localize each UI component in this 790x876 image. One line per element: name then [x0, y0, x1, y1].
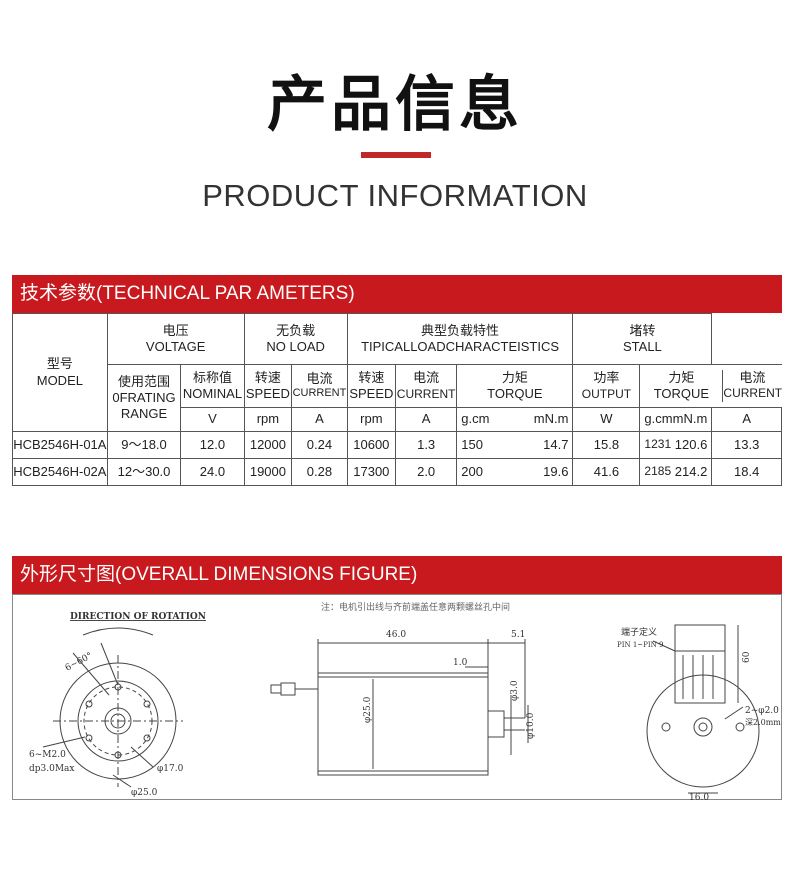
front-view	[42, 627, 183, 788]
side-view	[270, 639, 529, 776]
unit-tl-output: W	[572, 407, 641, 432]
dia3-label: φ3.0	[510, 680, 520, 701]
dia10-label: φ10.0	[526, 712, 536, 739]
model-header: 型号 MODEL	[12, 313, 108, 432]
len46-label: 46.0	[386, 630, 406, 640]
depth2-label: 深2.0mm	[745, 718, 781, 727]
typical-load-header: 典型负载特性 TIPICALLOADCHARACTEISTICS	[346, 313, 574, 365]
unit-nl-current: A	[291, 407, 348, 432]
tl-current-header: 电流 CURRENT	[395, 364, 458, 408]
pins-label: PIN 1~PIN 9	[617, 641, 663, 649]
dia25-front-label: φ25.0	[131, 788, 158, 798]
rear-view	[646, 624, 760, 794]
len16-label: 16.0	[689, 793, 709, 801]
title-divider	[361, 152, 431, 158]
voltage-header: 电压 VOLTAGE	[106, 313, 245, 365]
unit-tl-current: A	[395, 407, 458, 432]
holes-label: 6~M2.0	[29, 750, 66, 760]
table-row: HCB2546H-02A 12～30.0 24.0 19000 0.28 173…	[12, 458, 782, 486]
dia25-side-label: φ25.0	[363, 696, 373, 723]
dimension-drawing: DIRECTION OF ROTATION 6~60° 6~M2.0 dp3.0…	[29, 601, 781, 801]
table-row: HCB2546H-01A 9～18.0 12.0 12000 0.24 1060…	[12, 431, 782, 459]
unit-st-current: A	[711, 407, 782, 432]
rotation-label: DIRECTION OF ROTATION	[70, 612, 206, 622]
unit-nominal: V	[180, 407, 245, 432]
nl-current-header: 电流 CURRENT	[291, 364, 348, 408]
unit-nl-speed: rpm	[243, 407, 293, 432]
dimensions-section-header: 外形尺寸图(OVERALL DIMENSIONS FIGURE)	[12, 556, 782, 594]
hole2-label: 2~φ2.0	[745, 706, 779, 716]
unit-tl-speed: rpm	[346, 407, 397, 432]
drawing-note: 注：电机引出线与齐前端盖任意两颗螺丝孔中间	[321, 601, 510, 613]
page-title-en: PRODUCT INFORMATION	[202, 178, 588, 213]
spec-section-header: 技术参数(TECHNICAL PAR AMETERS)	[12, 275, 782, 313]
dimensions-figure: DIRECTION OF ROTATION 6~60° 6~M2.0 dp3.0…	[12, 594, 782, 801]
len51-label: 5.1	[511, 630, 525, 640]
no-load-header: 无负载 NO LOAD	[243, 313, 348, 365]
stall-header: 堵转 STALL	[572, 313, 713, 365]
tl-torque-header: 力矩 TORQUE	[456, 364, 574, 408]
nominal-header: 标称值 NOMINAL	[180, 364, 245, 408]
len60-label: 60	[742, 651, 752, 663]
st-torque-header: 力矩 TORQUE 电流 CURRENT	[639, 364, 782, 408]
terminal-label: 端子定义	[621, 626, 657, 638]
tl-speed-header: 转速 SPEED	[346, 364, 397, 408]
range-header: 使用范围 0FRATING RANGE	[106, 364, 182, 432]
nl-speed-header: 转速 SPEED	[243, 364, 293, 408]
dia17-label: φ17.0	[157, 764, 184, 774]
tl-output-header: 功率 OUTPUT	[572, 364, 641, 408]
depth-label: dp3.0Max	[29, 764, 75, 774]
len1-label: 1.0	[453, 658, 468, 668]
page-title-cn: 产品信息	[267, 70, 523, 140]
spec-table: 型号 MODEL 电压 VOLTAGE 无负载 NO LOAD 典型负载特性 T…	[12, 313, 782, 486]
